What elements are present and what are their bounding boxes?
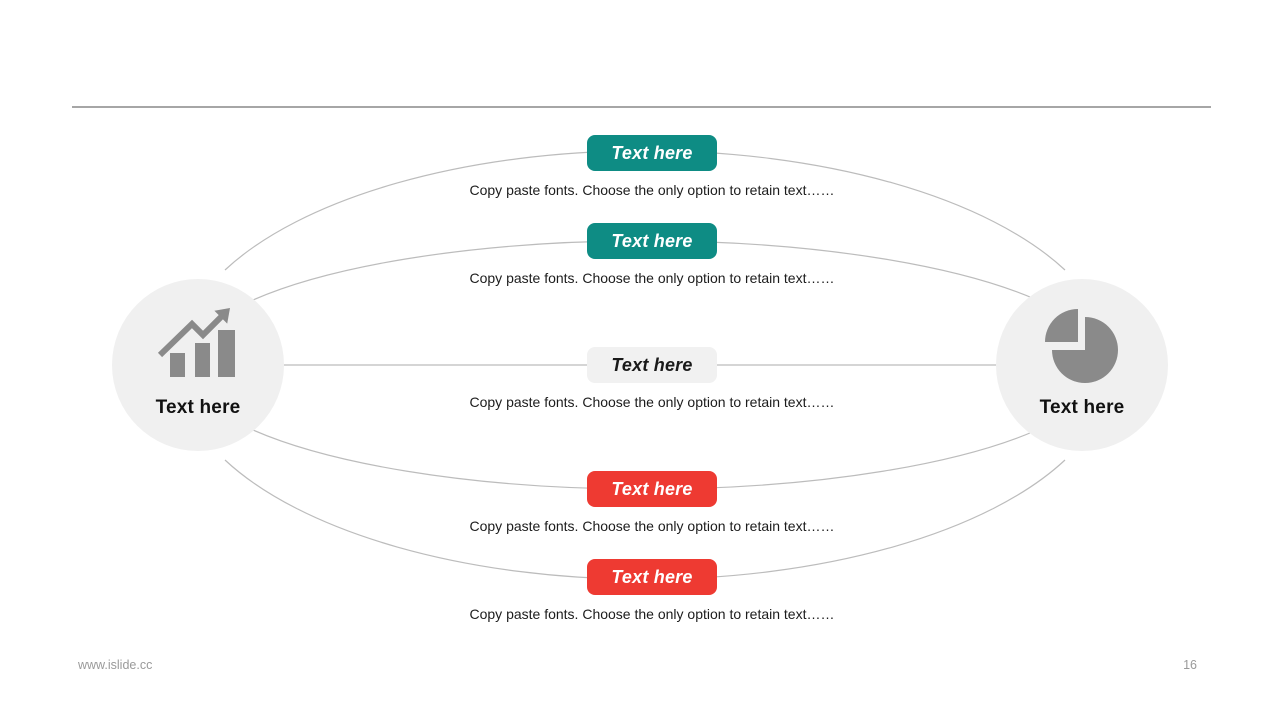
website-link[interactable]: www.islide.cc — [78, 658, 153, 672]
text-here-button-3[interactable]: Text here — [587, 347, 717, 383]
row-5: Text here Copy paste fonts. Choose the o… — [452, 559, 852, 622]
row-1-caption: Copy paste fonts. Choose the only option… — [469, 182, 835, 198]
page-number: 16 — [1183, 658, 1197, 672]
left-node-label: Text here — [155, 397, 241, 418]
text-here-button-2[interactable]: Text here — [587, 223, 717, 259]
right-circle-node[interactable]: Text here — [996, 279, 1168, 451]
bar-chart-growth-icon — [158, 308, 235, 377]
header-divider — [72, 106, 1211, 108]
text-here-button-1[interactable]: Text here — [587, 135, 717, 171]
right-node-label: Text here — [1039, 397, 1125, 418]
row-4-caption: Copy paste fonts. Choose the only option… — [469, 518, 835, 534]
row-1: Text here Copy paste fonts. Choose the o… — [452, 135, 852, 198]
row-2: Text here Copy paste fonts. Choose the o… — [452, 223, 852, 286]
text-here-button-5[interactable]: Text here — [587, 559, 717, 595]
row-5-caption: Copy paste fonts. Choose the only option… — [469, 606, 835, 622]
text-here-button-4[interactable]: Text here — [587, 471, 717, 507]
row-3: Text here Copy paste fonts. Choose the o… — [452, 347, 852, 410]
left-circle-node[interactable]: Text here — [112, 279, 284, 451]
row-3-caption: Copy paste fonts. Choose the only option… — [469, 394, 835, 410]
pie-chart-icon — [1045, 309, 1118, 383]
row-2-caption: Copy paste fonts. Choose the only option… — [469, 270, 835, 286]
row-4: Text here Copy paste fonts. Choose the o… — [452, 471, 852, 534]
